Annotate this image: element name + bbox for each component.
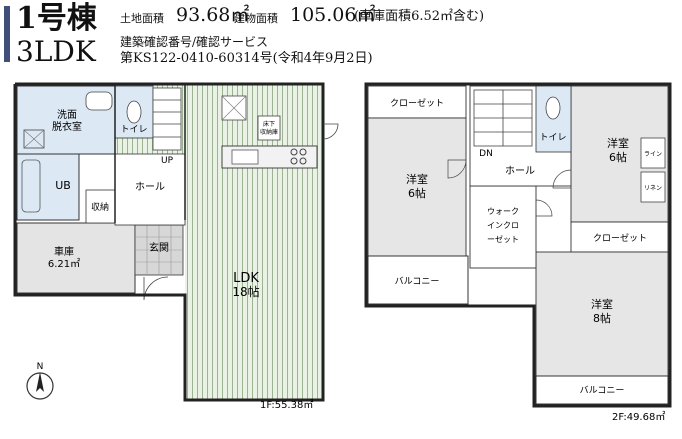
label-underfloor: 床下 [263, 120, 275, 128]
title-accent-bar [4, 6, 10, 62]
land-area-value: 93.68㎡ [176, 4, 250, 26]
label-garage: 車庫 [54, 245, 74, 258]
western-room-8 [535, 251, 669, 377]
area-2f: 2F:49.68㎡ [612, 411, 665, 423]
label-ub: UB [55, 179, 71, 192]
underfloor-storage [257, 115, 281, 141]
balcony-2f-a [367, 255, 469, 305]
floor-plan-type: 3LDK [16, 35, 96, 68]
unit-number: 1号棟 [16, 1, 97, 36]
label-western-a-size: 6帖 [408, 187, 426, 200]
label-closet-2f-a: クローゼット [390, 97, 444, 109]
label-storage-1f: 収納 [91, 201, 109, 213]
closet-2f-b [570, 221, 669, 253]
label-hall-1f: ホール [135, 181, 165, 193]
label-linen-1: ライン [644, 151, 662, 158]
label-hall-2f: ホール [505, 165, 535, 177]
area-1f: 1F:55.38㎡ [260, 399, 313, 411]
label-western-b-size: 6帖 [609, 151, 627, 164]
building-area-label: 建物面積 [234, 12, 278, 25]
label-balcony-a: バルコニー [395, 276, 440, 287]
compass-north: N [37, 362, 44, 372]
label-western-a: 洋室 [406, 172, 428, 186]
label-closet-2f-b: クローゼット [593, 232, 647, 244]
label-western-b: 洋室 [607, 136, 629, 150]
floor2-plan [364, 82, 672, 408]
linen-shelf-1 [640, 137, 666, 169]
label-ldk: LDK [233, 271, 259, 286]
label-garage-area: 6.21㎡ [48, 258, 80, 270]
compass-icon [26, 372, 54, 400]
label-wash: 洗面 [57, 109, 77, 121]
garage [16, 222, 136, 294]
linen-shelf-2 [640, 171, 666, 203]
certification-label: 建築確認番号/確認サービス [120, 35, 269, 49]
building-area-value: 105.06㎡ [290, 4, 376, 26]
land-area-label: 土地面積 [120, 12, 164, 25]
hall-1f [114, 153, 186, 226]
floor1-plan [13, 82, 339, 402]
western-room-6a [367, 117, 467, 257]
label-up: UP [161, 156, 174, 166]
label-wic-2: インクロ [487, 221, 519, 230]
label-underfloor-2: 収納庫 [260, 128, 278, 136]
label-entrance: 玄関 [149, 241, 169, 254]
label-dn: DN [479, 149, 493, 159]
label-western-c-size: 8帖 [593, 312, 611, 325]
balcony-2f-b [535, 375, 669, 405]
closet-2f-a [367, 85, 467, 119]
kitchen-sink [231, 149, 259, 165]
certification-number: 第KS122-0410-60314号(令和4年9月2日) [120, 51, 373, 66]
label-toilet-2f: トイレ [539, 133, 566, 143]
label-balcony-b: バルコニー [580, 385, 625, 396]
label-dressing: 脱衣室 [52, 120, 82, 133]
label-wic-3: ーゼット [487, 234, 519, 244]
label-wic-1: ウォーク [487, 207, 519, 216]
building-area-note: (車庫面積6.52㎡含む) [354, 9, 485, 24]
label-linen-2: リネン [644, 185, 662, 192]
bath-unit [16, 153, 80, 221]
label-toilet-1f: トイレ [120, 125, 147, 135]
ldk-floor [185, 84, 323, 400]
storage-1f [85, 189, 116, 224]
label-ldk-size: 18帖 [232, 284, 259, 299]
label-western-c: 洋室 [591, 297, 613, 311]
